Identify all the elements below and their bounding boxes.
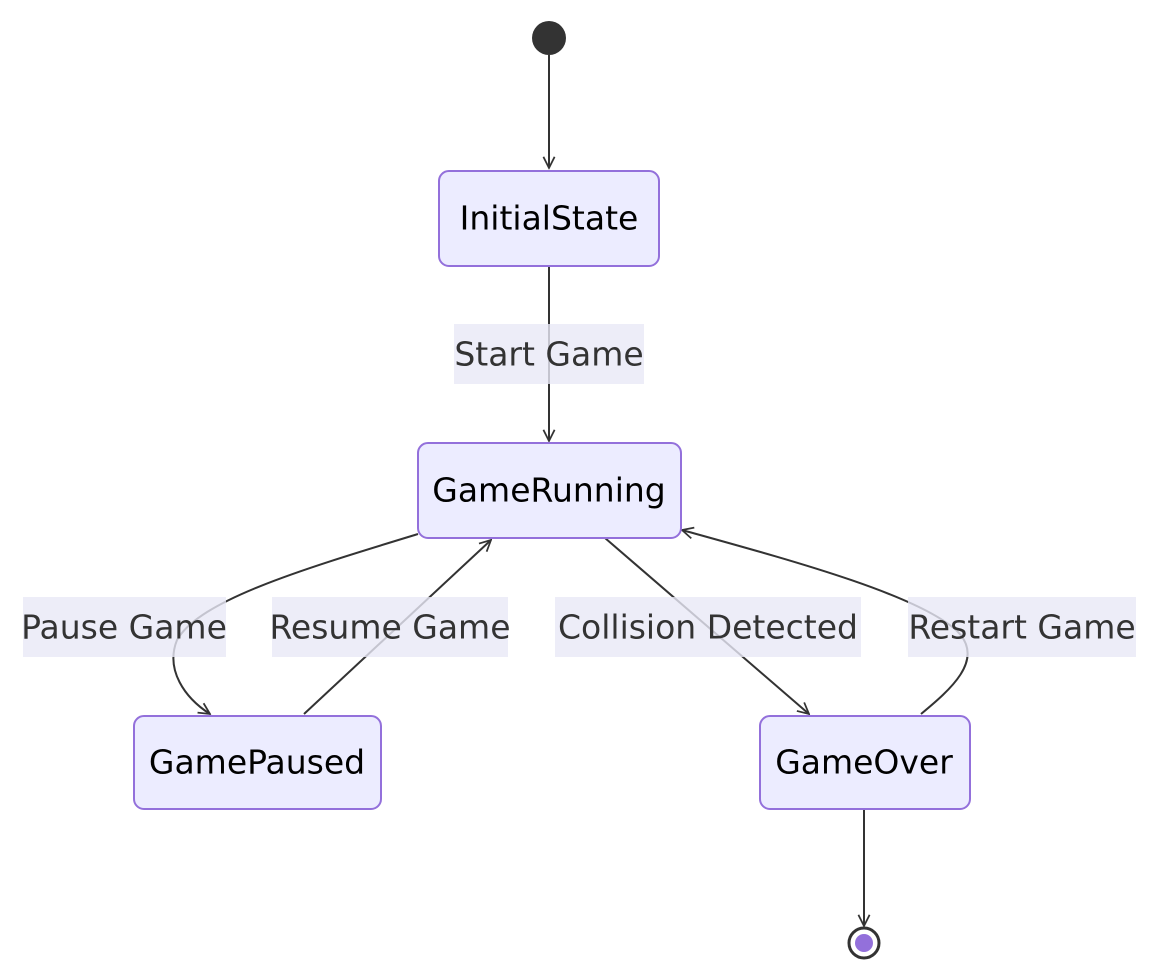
- state-running: GameRunning: [417, 442, 682, 539]
- state-over-label: GameOver: [775, 743, 953, 782]
- label-restart-game: Restart Game: [908, 597, 1136, 657]
- label-pause-game-text: Pause Game: [21, 608, 227, 647]
- label-start-game: Start Game: [454, 324, 644, 384]
- label-start-game-text: Start Game: [454, 335, 643, 374]
- state-paused: GamePaused: [133, 715, 382, 810]
- label-resume-game: Resume Game: [269, 597, 511, 657]
- state-initial-label: InitialState: [460, 199, 639, 238]
- label-restart-game-text: Restart Game: [908, 608, 1135, 647]
- label-pause-game: Pause Game: [21, 597, 227, 657]
- state-paused-label: GamePaused: [149, 743, 365, 782]
- label-resume-game-text: Resume Game: [269, 608, 510, 647]
- start-marker: [532, 21, 566, 55]
- state-over: GameOver: [759, 715, 971, 810]
- end-marker: [847, 926, 881, 960]
- label-collision-detected: Collision Detected: [555, 597, 861, 657]
- label-collision-detected-text: Collision Detected: [558, 608, 858, 647]
- state-running-label: GameRunning: [432, 471, 665, 510]
- state-initial: InitialState: [438, 170, 660, 267]
